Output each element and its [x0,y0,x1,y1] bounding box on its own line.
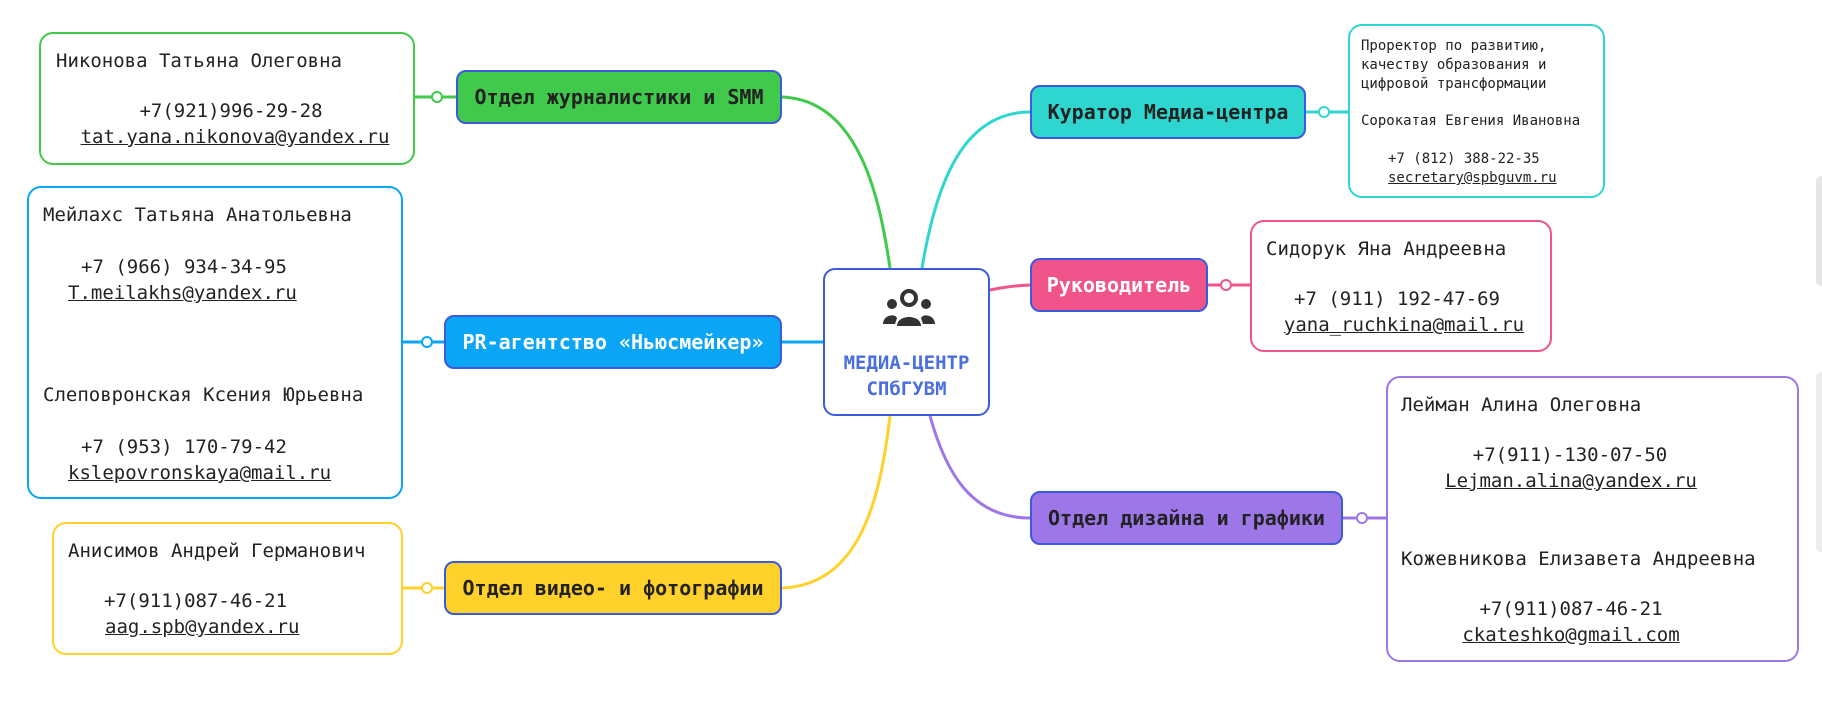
connector-dot [421,336,433,348]
contact-name: Анисимов Андрей Германович [68,540,366,562]
branch-head-label: Руководитель [1046,273,1192,297]
contact-email-link[interactable]: yana_ruchkina@mail.ru [1283,314,1525,336]
contact-phone: +7 (911) 192-47-69 [1294,288,1500,310]
branch-head[interactable]: Руководитель [1030,258,1208,312]
branch-design[interactable]: Отдел дизайна и графики [1030,491,1343,545]
contact-email-link[interactable]: Lejman.alina@yandex.ru [1445,470,1697,492]
contact-email-link[interactable]: T.meilakhs@yandex.ru [68,282,297,304]
connector-dot [1220,279,1232,291]
edge-scroll-handle[interactable] [1816,176,1822,286]
contact-phone: +7(911)087-46-21 [104,590,288,612]
branch-video-photo[interactable]: Отдел видео- и фотографии [444,561,782,615]
contact-phone: +7(921)996-29-28 [139,100,323,122]
contact-email-link[interactable]: secretary@spbguvm.ru [1388,170,1557,186]
branch-video-photo-label: Отдел видео- и фотографии [462,576,764,600]
contact-name: Мейлахс Татьяна Анатольевна [43,204,352,226]
contact-email-link[interactable]: ckateshko@gmail.com [1462,624,1680,646]
branch-design-label: Отдел дизайна и графики [1048,506,1325,530]
contact-phone: +7(911)087-46-21 [1479,598,1663,620]
contact-card-curator: Проректор по развитию, качеству образова… [1348,24,1605,198]
contact-card-journalism: Никонова Татьяна Олеговна +7(921)996-29-… [39,32,415,165]
contact-role: качеству образования и [1361,57,1547,73]
contact-card-head: Сидорук Яна Андреевна +7 (911) 192-47-69… [1250,220,1552,352]
contact-role: цифровой трансформации [1361,76,1547,92]
branch-journalism[interactable]: Отдел журналистики и SMM [456,70,782,124]
branch-pr-agency[interactable]: PR-агентство «Ньюсмейкер» [444,315,782,369]
edge-scroll-handle[interactable] [1816,372,1822,552]
contact-email-link[interactable]: kslepovronskaya@mail.ru [68,462,332,484]
connector-dot [1356,512,1368,524]
central-node[interactable]: МЕДИА-ЦЕНТР СПбГУВМ [823,268,990,416]
branch-curator-label: Куратор Медиа-центра [1047,100,1289,124]
contact-name: Кожевникова Елизавета Андреевна [1401,548,1756,570]
contact-role: Проректор по развитию, [1361,38,1547,54]
contact-name: Сидорук Яна Андреевна [1266,238,1507,260]
contact-phone: +7 (953) 170-79-42 [81,436,287,458]
contact-name: Сорокатая Евгения Ивановна [1361,113,1581,129]
contact-name: Слеповронская Ксения Юрьевна [43,384,364,406]
branch-curator[interactable]: Куратор Медиа-центра [1030,85,1306,139]
branch-journalism-label: Отдел журналистики и SMM [474,85,764,109]
contact-name: Никонова Татьяна Олеговна [56,50,342,72]
center-title-line1: МЕДИА-ЦЕНТР [843,352,970,374]
contact-email-link[interactable]: aag.spb@yandex.ru [105,616,300,638]
center-title-line2: СПбГУВМ [866,378,947,400]
contact-name: Лейман Алина Олеговна [1401,394,1642,416]
contact-email-link[interactable]: tat.yana.nikonova@yandex.ru [80,126,390,148]
connector-dot [421,582,433,594]
connector-dot [1318,106,1330,118]
contact-phone: +7 (812) 388-22-35 [1388,151,1540,167]
contact-phone: +7(911)-130-07-50 [1472,444,1668,466]
contact-card-pr: Мейлахс Татьяна Анатольевна +7 (966) 934… [27,186,403,499]
contact-card-video: Анисимов Андрей Германович +7(911)087-46… [52,522,403,655]
contact-card-design: Лейман Алина Олеговна +7(911)-130-07-50 … [1386,376,1799,662]
connector-dot [431,91,443,103]
people-group-icon [883,289,935,326]
branch-pr-agency-label: PR-агентство «Ньюсмейкер» [462,330,764,354]
contact-phone: +7 (966) 934-34-95 [81,256,287,278]
